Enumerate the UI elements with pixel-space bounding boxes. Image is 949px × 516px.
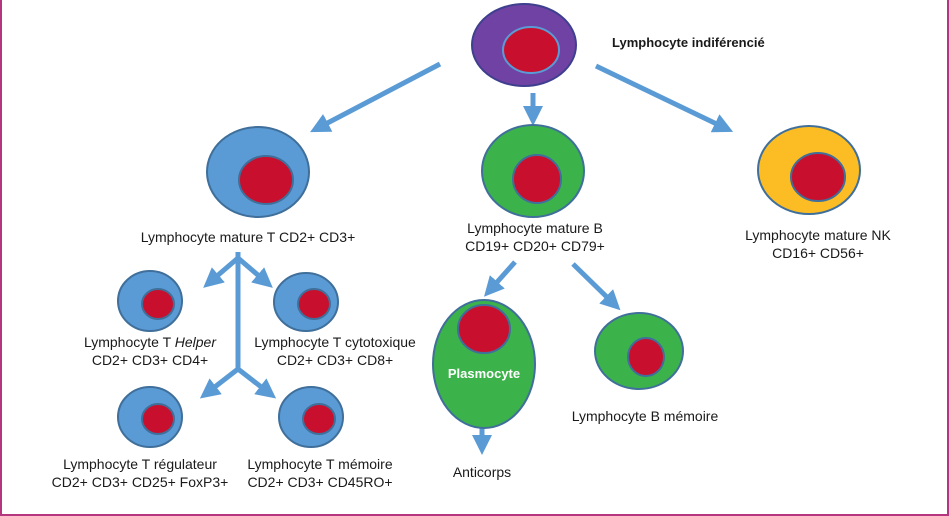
t-regulatory-label: Lymphocyte T régulateur CD2+ CD3+ CD25+ … — [40, 455, 240, 491]
arrow-t-to-cyto — [236, 256, 273, 288]
t-memory-label: Lymphocyte T mémoire CD2+ CD3+ CD45RO+ — [230, 455, 410, 491]
t-memory-markers: CD2+ CD3+ CD45RO+ — [247, 474, 393, 490]
t-mature-cell — [206, 126, 310, 218]
t-regulatory-markers: CD2+ CD3+ CD25+ FoxP3+ — [51, 474, 229, 490]
anticorps-label: Anticorps — [452, 464, 512, 480]
t-regulatory-cell — [117, 386, 183, 448]
t-mature-label: Lymphocyte mature T CD2+ CD3+ — [140, 229, 356, 245]
plasmocyte-cell — [432, 299, 536, 429]
arrow-t-to-mem — [236, 367, 277, 399]
arrow-t-to-helper — [203, 256, 240, 288]
nk-mature-title: Lymphocyte mature NK — [745, 227, 891, 243]
arrow-stem-to-nk — [594, 63, 734, 133]
t-regulatory-title: Lymphocyte T régulateur — [63, 456, 217, 472]
arrow-b-to-plasmocyte — [484, 260, 517, 297]
t-memory-cell — [278, 386, 344, 448]
nk-mature-label: Lymphocyte mature NK CD16+ CD56+ — [718, 226, 918, 262]
t-cytotoxic-cell — [273, 272, 339, 332]
nk-mature-cell — [757, 125, 861, 215]
stem-cell — [471, 3, 577, 87]
t-helper-title-italic: Helper — [174, 334, 217, 350]
t-helper-cell — [117, 270, 183, 332]
arrow-t-to-reg — [199, 367, 240, 399]
t-helper-markers: CD2+ CD3+ CD4+ — [91, 352, 209, 368]
b-memory-label: Lymphocyte B mémoire — [571, 408, 719, 424]
plasmocyte-label: Plasmocyte — [447, 366, 521, 381]
b-mature-cell — [481, 124, 585, 218]
t-cytotoxic-label: Lymphocyte T cytotoxique CD2+ CD3+ CD8+ — [235, 333, 435, 369]
b-mature-label: Lymphocyte mature B CD19+ CD20+ CD79+ — [430, 219, 640, 255]
t-helper-title-prefix: Lymphocyte T — [83, 334, 175, 350]
arrow-stem-to-t — [310, 61, 442, 133]
b-mature-title: Lymphocyte mature B — [467, 220, 603, 236]
t-cytotoxic-markers: CD2+ CD3+ CD8+ — [276, 352, 394, 368]
t-helper-label: Lymphocyte T Helper CD2+ CD3+ CD4+ — [60, 333, 240, 369]
b-memory-cell — [594, 312, 684, 390]
stem-label: Lymphocyte indiférencié — [612, 35, 765, 50]
b-mature-markers: CD19+ CD20+ CD79+ — [465, 238, 605, 254]
arrow-b-to-memory — [571, 262, 621, 311]
nk-mature-markers: CD16+ CD56+ — [772, 245, 864, 261]
t-cytotoxic-title: Lymphocyte T cytotoxique — [254, 334, 416, 350]
t-memory-title: Lymphocyte T mémoire — [247, 456, 393, 472]
t-helper-title: Lymphocyte T Helper — [60, 333, 240, 351]
